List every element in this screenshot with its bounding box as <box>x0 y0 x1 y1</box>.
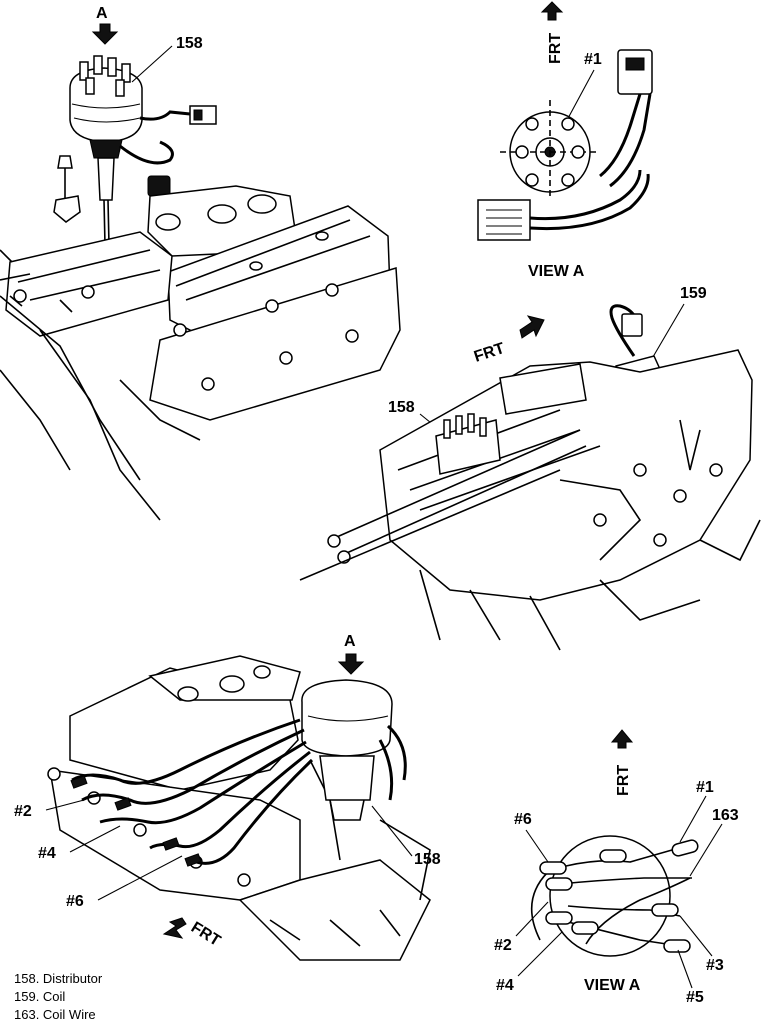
label-159: 159 <box>680 285 707 302</box>
number-5-cap: #5 <box>686 989 704 1006</box>
number-6-left: #6 <box>66 893 84 910</box>
bottom-left-engine-illustration: A <box>14 633 441 961</box>
number-2-left: #2 <box>14 803 32 820</box>
number-4-cap: #4 <box>496 977 514 994</box>
number-4-left: #4 <box>38 845 56 862</box>
number-6-cap: #6 <box>514 811 532 828</box>
frt-top-right: FRT <box>547 33 564 64</box>
frt-middle: FRT <box>472 340 507 366</box>
top-right-view-a: FRT #1 VIEW A <box>477 1 653 280</box>
middle-right-engine-illustration: FRT 159 158 <box>299 285 761 651</box>
number-1-top: #1 <box>584 51 602 68</box>
view-a-bottom: VIEW A <box>584 977 641 994</box>
bottom-right-view-a: FRT #1 163 #6 #2 #4 <box>494 729 739 1006</box>
down-arrow-icon <box>337 653 365 675</box>
left-arrow-icon <box>162 917 187 939</box>
label-163: 163 <box>712 807 739 824</box>
frt-bottom-right: FRT <box>615 765 632 796</box>
down-arrow-icon <box>91 23 119 45</box>
view-arrow-a-top: A <box>96 5 108 22</box>
label-158-top: 158 <box>176 35 203 52</box>
legend-item: 163. Coil Wire <box>14 1007 96 1022</box>
legend-item: 159. Coil <box>14 989 66 1004</box>
label-158-middle: 158 <box>388 399 415 416</box>
top-left-engine-illustration: 158 A <box>0 5 401 521</box>
legend-item: 158. Distributor <box>14 971 103 986</box>
view-arrow-a-bottom: A <box>344 633 356 650</box>
number-2-cap: #2 <box>494 937 512 954</box>
up-arrow-icon <box>610 729 634 749</box>
number-3-cap: #3 <box>706 957 724 974</box>
view-a-top: VIEW A <box>528 263 585 280</box>
label-158-bottom: 158 <box>414 851 441 868</box>
number-1-cap: #1 <box>696 779 714 796</box>
right-arrow-icon <box>519 315 545 339</box>
up-arrow-icon <box>540 1 564 21</box>
frt-bottom-left: FRT <box>188 919 224 950</box>
parts-legend: 158. Distributor 159. Coil 163. Coil Wir… <box>14 970 102 1024</box>
